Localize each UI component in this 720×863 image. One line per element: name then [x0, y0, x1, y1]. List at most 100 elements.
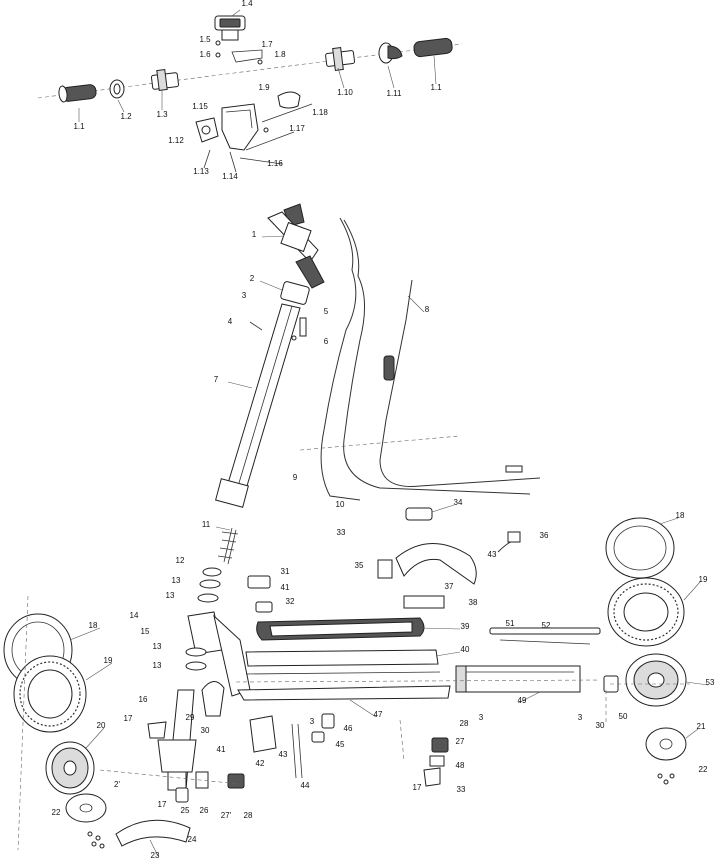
callout-c-43b: 43: [279, 750, 288, 759]
callout-c-16: 16: [139, 695, 148, 704]
callout-c-48: 48: [456, 761, 465, 770]
callout-c-45: 45: [336, 740, 345, 749]
callout-c-1-5: 1.5: [199, 35, 211, 44]
callout-c-20: 20: [97, 721, 106, 730]
callout-c-32: 32: [286, 597, 295, 606]
callout-c-1-6: 1.6: [199, 50, 211, 59]
callout-c-1-15: 1.15: [192, 102, 208, 111]
callout-c-1-10: 1.10: [337, 88, 353, 97]
stem-assembly: [215, 203, 541, 565]
callout-c-10: 10: [336, 500, 345, 509]
callout-c-1-13: 1.13: [193, 167, 209, 176]
callout-c-44: 44: [301, 781, 310, 790]
callout-c-33b: 33: [457, 785, 466, 794]
callout-c-41a: 41: [281, 583, 290, 592]
callout-c-18l: 18: [89, 621, 98, 630]
callout-c-26: 26: [200, 806, 209, 815]
rear-assembly: [603, 517, 690, 785]
front-assembly: [3, 567, 251, 851]
callout-c-1-17: 1.17: [289, 124, 305, 133]
callout-c-33a: 33: [337, 528, 346, 537]
callout-c-40: 40: [461, 645, 470, 654]
callout-c-1-2: 1.2: [120, 112, 132, 121]
callout-c-1-9: 1.9: [258, 83, 270, 92]
callout-c-13d: 13: [153, 661, 162, 670]
callout-c-37: 37: [445, 582, 454, 591]
callout-c-19l: 19: [104, 656, 113, 665]
callout-c-1: 1: [252, 230, 257, 239]
callout-c-18r: 18: [676, 511, 685, 520]
callout-c-17b: 17: [413, 783, 422, 792]
callout-c-17a: 17: [124, 714, 133, 723]
part-callouts: 1.4 1.5 1.7 1.6 1.8 1.9 1.10 1.11 1.1 1.1 1.2 1.3 1.…: [52, 0, 715, 860]
callout-c-30b: 30: [596, 721, 605, 730]
callout-c-13c: 13: [153, 642, 162, 651]
callout-c-1-4: 1.4: [241, 0, 253, 8]
callout-c-52: 52: [542, 621, 551, 630]
callout-c-11: 11: [202, 520, 211, 529]
callout-c-28b: 28: [244, 811, 253, 820]
callout-c-4: 4: [228, 317, 233, 326]
callout-c-21: 21: [697, 722, 706, 731]
callout-c-1-18: 1.18: [312, 108, 328, 117]
callout-c-13a: 13: [172, 576, 181, 585]
callout-c-50: 50: [619, 712, 628, 721]
callout-c-27b: 27': [221, 811, 232, 820]
deck-assembly: [235, 507, 601, 787]
callout-c-22r: 22: [699, 765, 708, 774]
callout-c-22l: 22: [52, 808, 61, 817]
callout-c-2: 2: [250, 274, 255, 283]
callout-c-5: 5: [324, 307, 329, 316]
callout-c-17c: 17: [158, 800, 167, 809]
callout-c-41b: 41: [217, 745, 226, 754]
callout-c-6: 6: [324, 337, 329, 346]
callout-c-8: 8: [425, 305, 430, 314]
callout-c-1-12: 1.12: [168, 136, 184, 145]
callout-c-1-11a: 1.11: [387, 89, 403, 98]
callout-c-1-8: 1.8: [274, 50, 286, 59]
callout-c-29: 29: [186, 713, 195, 722]
callout-c-24: 24: [188, 835, 197, 844]
callout-c-27a: 27: [456, 737, 465, 746]
callout-c-23: 23: [151, 851, 160, 860]
callout-c-14: 14: [130, 611, 139, 620]
callout-c-9: 9: [293, 473, 298, 482]
callout-c-43a: 43: [488, 550, 497, 559]
callout-c-3d: 3: [578, 713, 583, 722]
callout-c-19r: 19: [699, 575, 708, 584]
callout-c-1-14: 1.14: [222, 172, 238, 181]
handlebar-assembly: [37, 15, 463, 173]
callout-c-3b: 3: [310, 717, 315, 726]
callout-c-47: 47: [374, 710, 383, 719]
callout-c-1-7: 1.7: [261, 40, 273, 49]
callout-c-46: 46: [344, 724, 353, 733]
callout-c-53: 53: [706, 678, 715, 687]
callout-c-30a: 30: [201, 726, 210, 735]
callout-c-39: 39: [461, 622, 470, 631]
callout-c-1-1r: 1.1: [430, 83, 442, 92]
callout-c-36: 36: [540, 531, 549, 540]
callout-c-51: 51: [506, 619, 515, 628]
callout-c-31: 31: [281, 567, 290, 576]
callout-c-2p: 2': [114, 780, 120, 789]
callout-c-3c: 3: [479, 713, 484, 722]
callout-c-49: 49: [518, 696, 527, 705]
callout-c-1-1l: 1.1: [73, 122, 85, 131]
callout-c-42: 42: [256, 759, 265, 768]
callout-c-13b: 13: [166, 591, 175, 600]
callout-c-7: 7: [214, 375, 219, 384]
callout-c-1-16: 1.16: [267, 159, 283, 168]
callout-c-28a: 28: [460, 719, 469, 728]
leader-lines: [69, 9, 709, 857]
callout-c-35: 35: [355, 561, 364, 570]
screws-22-left: [87, 831, 105, 849]
callout-c-12: 12: [176, 556, 185, 565]
callout-c-15: 15: [141, 627, 150, 636]
callout-c-3a: 3: [242, 291, 247, 300]
callout-c-34: 34: [454, 498, 463, 507]
callout-c-1-3: 1.3: [156, 110, 168, 119]
screws-22-right: [657, 773, 675, 785]
callout-c-25: 25: [181, 806, 190, 815]
callout-c-38: 38: [469, 598, 478, 607]
